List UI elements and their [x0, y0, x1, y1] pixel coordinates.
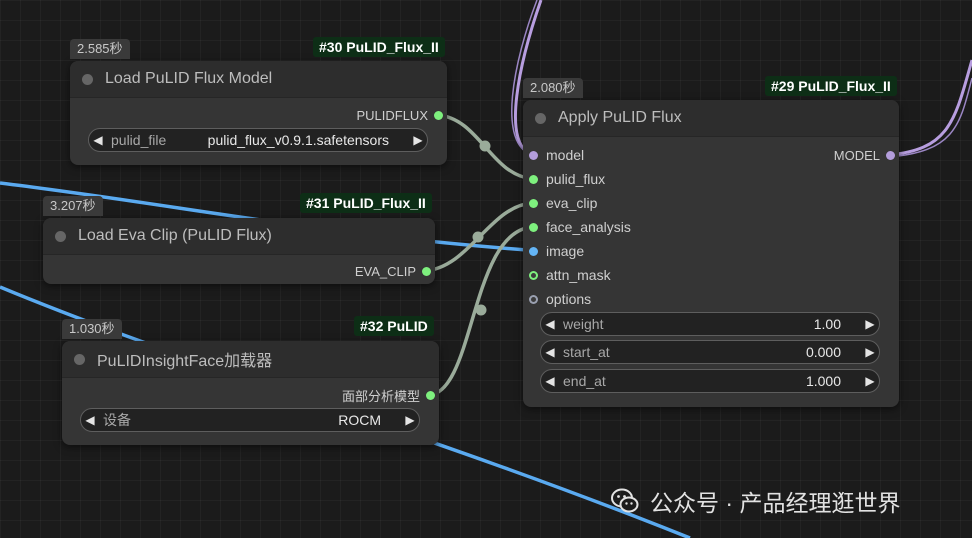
input-slot-options[interactable]: options	[529, 287, 591, 311]
device-combo[interactable]: ◀ 设备 ROCM ▶	[80, 408, 420, 432]
pulidflux-link-midpoint[interactable]	[479, 140, 491, 152]
pulid-file-combo[interactable]: ◀ pulid_file pulid_flux_v0.9.1.safetenso…	[88, 128, 428, 152]
node-header[interactable]: PuLIDInsightFace加载器	[62, 341, 439, 378]
output-label: PULIDFLUX	[356, 107, 428, 123]
widget-value: pulid_flux_v0.9.1.safetensors	[207, 132, 389, 148]
increment-arrow-icon[interactable]: ▶	[865, 374, 875, 388]
output-slot-eva-clip[interactable]: EVA_CLIP	[355, 259, 435, 283]
node-id-badge: #31 PuLID_Flux_II	[300, 193, 432, 213]
output-label: 面部分析模型	[341, 388, 420, 404]
output-dot[interactable]	[434, 110, 443, 120]
input-dot-empty[interactable]	[529, 294, 538, 304]
combo-right-arrow-icon[interactable]: ▶	[413, 133, 423, 147]
output-slot-face-analysis-model[interactable]: 面部分析模型	[342, 383, 439, 407]
input-dot-empty[interactable]	[529, 270, 538, 280]
widget-value[interactable]: 0.000	[805, 344, 841, 360]
node-collapse-dot[interactable]	[82, 73, 93, 85]
input-dot[interactable]	[529, 174, 538, 184]
load-pulid-flux-model-node[interactable]: Load PuLID Flux Model PULIDFLUX ◀ pulid_…	[70, 61, 447, 165]
input-slot-face-analysis[interactable]: face_analysis	[529, 215, 631, 239]
decrement-arrow-icon[interactable]: ◀	[545, 345, 555, 359]
load-eva-clip-node[interactable]: Load Eva Clip (PuLID Flux) EVA_CLIP	[43, 218, 435, 284]
widget-label: start_at	[563, 344, 610, 360]
node-timing-label: 3.207秒	[43, 196, 103, 216]
input-slot-image[interactable]: image	[529, 239, 584, 263]
input-label: image	[546, 243, 585, 259]
input-slot-pulid-flux[interactable]: pulid_flux	[529, 167, 605, 191]
input-dot[interactable]	[529, 198, 538, 208]
output-slot-model[interactable]: MODEL	[834, 143, 899, 167]
widget-label: pulid_file	[111, 132, 167, 148]
input-label: options	[546, 291, 592, 307]
node-id-badge: #30 PuLID_Flux_II	[313, 37, 445, 57]
node-title: Load PuLID Flux Model	[105, 70, 273, 87]
start-at-number-widget[interactable]: ◀ start_at 0.000 ▶	[540, 340, 880, 364]
watermark: 公众号 · 产品经理逛世界	[610, 484, 900, 518]
output-slot-pulidflux[interactable]: PULIDFLUX	[356, 103, 447, 127]
model-wire-in-2[interactable]	[511, 0, 538, 156]
model-wire-out-2[interactable]	[887, 77, 972, 158]
node-collapse-dot[interactable]	[74, 353, 85, 365]
node-collapse-dot[interactable]	[55, 230, 66, 242]
widget-label: 设备	[103, 412, 131, 428]
combo-left-arrow-icon[interactable]: ◀	[93, 133, 103, 147]
input-label: pulid_flux	[546, 171, 606, 187]
apply-pulid-flux-node[interactable]: Apply PuLID Flux model pulid_flux eva_cl…	[523, 100, 899, 407]
input-dot[interactable]	[529, 222, 538, 232]
watermark-text: 公众号 · 产品经理逛世界	[650, 490, 901, 516]
output-label: EVA_CLIP	[354, 263, 416, 279]
widget-value[interactable]: 1.000	[805, 373, 841, 389]
input-label: attn_mask	[546, 267, 611, 283]
model-wire-out[interactable]	[887, 59, 972, 157]
node-id-badge: #32 PuLID	[354, 316, 434, 336]
combo-right-arrow-icon[interactable]: ▶	[405, 413, 415, 427]
output-dot[interactable]	[426, 390, 435, 400]
node-header[interactable]: Load PuLID Flux Model	[70, 61, 447, 98]
eva-clip-link-midpoint[interactable]	[472, 231, 484, 243]
widget-value: ROCM	[338, 412, 381, 428]
node-timing-label: 2.080秒	[523, 78, 583, 98]
widget-label: end_at	[563, 373, 606, 389]
input-label: face_analysis	[546, 219, 631, 235]
decrement-arrow-icon[interactable]: ◀	[545, 317, 555, 331]
end-at-number-widget[interactable]: ◀ end_at 1.000 ▶	[540, 369, 880, 393]
node-title: Apply PuLID Flux	[558, 109, 682, 126]
face-analysis-link-midpoint[interactable]	[475, 304, 487, 316]
node-header[interactable]: Load Eva Clip (PuLID Flux)	[43, 218, 435, 255]
wechat-icon	[611, 488, 639, 513]
node-header[interactable]: Apply PuLID Flux	[523, 100, 899, 137]
output-dot[interactable]	[422, 266, 431, 276]
node-timing-label: 2.585秒	[70, 39, 130, 59]
node-collapse-dot[interactable]	[535, 112, 546, 124]
widget-label: weight	[563, 316, 604, 332]
node-id-badge: #29 PuLID_Flux_II	[765, 76, 897, 96]
pulid-insightface-loader-node[interactable]: PuLIDInsightFace加载器 面部分析模型 ◀ 设备 ROCM ▶	[62, 341, 439, 445]
output-dot[interactable]	[886, 150, 895, 160]
input-slot-attn-mask[interactable]: attn_mask	[529, 263, 611, 287]
input-label: model	[546, 147, 585, 163]
decrement-arrow-icon[interactable]: ◀	[545, 374, 555, 388]
input-dot[interactable]	[529, 246, 538, 256]
node-title: Load Eva Clip (PuLID Flux)	[78, 227, 272, 244]
input-label: eva_clip	[546, 195, 598, 211]
input-slot-eva-clip[interactable]: eva_clip	[529, 191, 597, 215]
combo-left-arrow-icon[interactable]: ◀	[85, 413, 95, 427]
input-dot[interactable]	[529, 150, 538, 160]
face-analysis-link[interactable]	[427, 225, 534, 397]
node-title: PuLIDInsightFace加载器	[97, 353, 273, 370]
weight-number-widget[interactable]: ◀ weight 1.00 ▶	[540, 312, 880, 336]
increment-arrow-icon[interactable]: ▶	[865, 345, 875, 359]
widget-value[interactable]: 1.00	[813, 316, 841, 332]
input-slot-model[interactable]: model	[529, 143, 584, 167]
node-timing-label: 1.030秒	[62, 319, 122, 339]
increment-arrow-icon[interactable]: ▶	[865, 317, 875, 331]
output-label: MODEL	[833, 147, 880, 163]
